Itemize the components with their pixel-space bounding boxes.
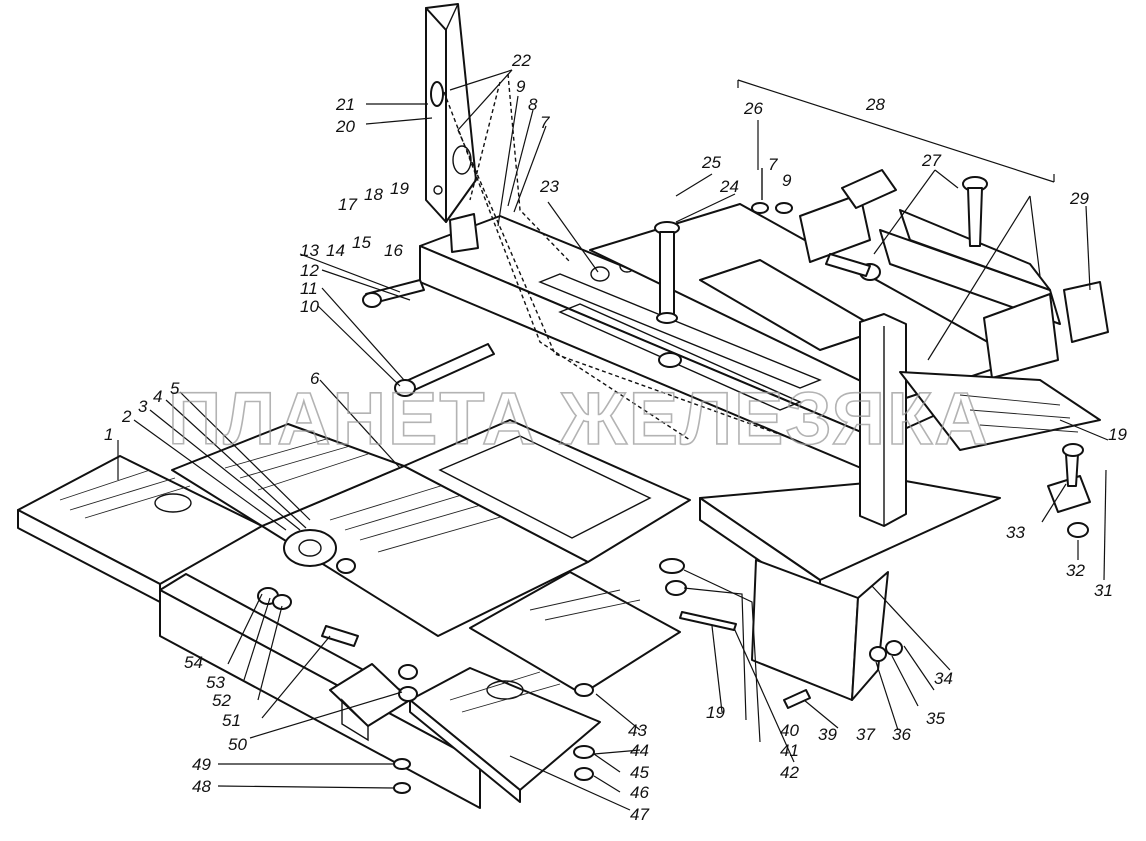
- callout-6: 6: [310, 369, 320, 388]
- step-plate: [899, 371, 1101, 538]
- callout-21: 21: [335, 95, 355, 114]
- bolt-10: [362, 279, 495, 397]
- callout-9b: 9: [782, 171, 792, 190]
- callout-48: 48: [192, 777, 211, 796]
- leader-lines: [117, 69, 1109, 811]
- callout-31: 31: [1094, 581, 1113, 600]
- callout-42: 42: [780, 763, 799, 782]
- callout-14: 14: [326, 241, 345, 260]
- callout-2: 2: [121, 407, 132, 426]
- callout-15: 15: [352, 233, 371, 252]
- callouts: 1 2 3 4 5 6 7 7 8 9 9 10 11 12 13 14 15 …: [104, 51, 1127, 824]
- callout-19b: 19: [1108, 425, 1127, 444]
- callout-46: 46: [630, 783, 649, 802]
- callout-32: 32: [1066, 561, 1085, 580]
- callout-28: 28: [865, 95, 885, 114]
- callout-43: 43: [628, 721, 647, 740]
- right-upright: [859, 313, 907, 527]
- callout-45: 45: [630, 763, 649, 782]
- callout-3: 3: [138, 397, 148, 416]
- callout-29: 29: [1069, 189, 1089, 208]
- callout-36: 36: [892, 725, 911, 744]
- callout-13: 13: [300, 241, 319, 260]
- callout-44: 44: [630, 741, 649, 760]
- main-beam: [419, 203, 1021, 477]
- chains: [443, 73, 791, 441]
- callout-18: 18: [364, 185, 383, 204]
- callout-35: 35: [926, 709, 945, 728]
- callout-25: 25: [701, 153, 721, 172]
- watermark: ПЛАНЕТА ЖЕЛЕЗЯКА: [168, 377, 990, 460]
- callout-47: 47: [630, 805, 649, 824]
- callout-53: 53: [206, 673, 225, 692]
- callout-7b: 7: [768, 155, 778, 174]
- callout-39: 39: [818, 725, 837, 744]
- callout-19c: 19: [706, 703, 725, 722]
- callout-54: 54: [184, 653, 203, 672]
- side-plate-34: [751, 559, 903, 709]
- callout-33: 33: [1006, 523, 1025, 542]
- callout-52: 52: [212, 691, 231, 710]
- callout-49: 49: [192, 755, 211, 774]
- callout-41: 41: [780, 741, 799, 760]
- callout-23: 23: [539, 177, 559, 196]
- callout-10: 10: [300, 297, 319, 316]
- callout-16: 16: [384, 241, 403, 260]
- callout-19a: 19: [390, 179, 409, 198]
- callout-20: 20: [335, 117, 355, 136]
- callout-12: 12: [300, 261, 319, 280]
- callout-40: 40: [780, 721, 799, 740]
- callout-11: 11: [300, 279, 318, 298]
- callout-9a: 9: [516, 77, 526, 96]
- callout-7a: 7: [540, 113, 550, 132]
- callout-4: 4: [153, 387, 162, 406]
- pin-24: [654, 221, 680, 324]
- left-upright: [425, 3, 479, 253]
- floor-frame: [17, 419, 1001, 809]
- callout-17: 17: [338, 195, 357, 214]
- callout-8: 8: [528, 95, 538, 114]
- callout-22: 22: [511, 51, 531, 70]
- callout-5: 5: [170, 379, 180, 398]
- callout-1: 1: [104, 425, 113, 444]
- callout-26: 26: [743, 99, 763, 118]
- callout-50: 50: [228, 735, 247, 754]
- callout-51: 51: [222, 711, 241, 730]
- callout-34: 34: [934, 669, 953, 688]
- right-bracket-assembly: [751, 168, 1109, 379]
- callout-37: 37: [856, 725, 875, 744]
- callout-27: 27: [921, 151, 941, 170]
- callout-24: 24: [719, 177, 739, 196]
- fasteners: [257, 558, 737, 794]
